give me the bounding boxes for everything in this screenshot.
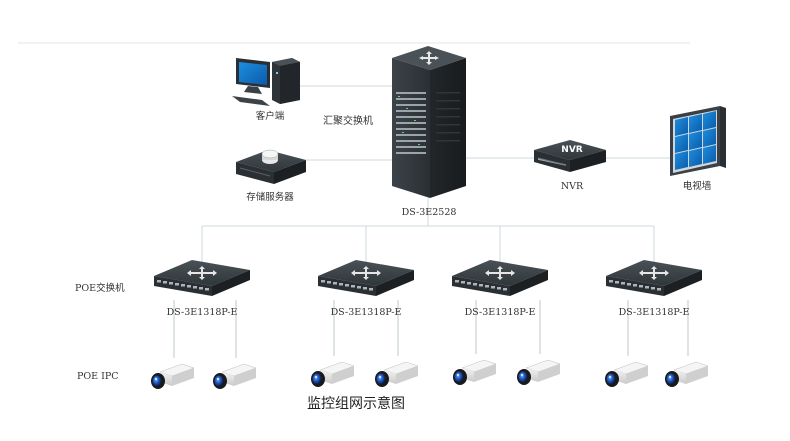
poe-switch-model: DS-3E1318P-E: [619, 307, 690, 318]
storage-server-label: 存储服务器: [246, 191, 294, 203]
diagram-caption: 监控组网示意图: [307, 395, 405, 412]
poe-switch: DS-3E1318P-E: [154, 260, 250, 318]
ipc-camera-icon: [151, 363, 195, 389]
client-pc-icon: [232, 58, 300, 106]
poe-ipc-cameras: [151, 359, 709, 389]
poe-switch: DS-3E1318P-E: [318, 260, 414, 318]
core-switch-label: 汇聚交换机: [323, 114, 373, 127]
poe-switches: DS-3E1318P-E DS-3E1318P-E DS-3E1318P-E DS-3…: [154, 260, 702, 318]
storage-server-icon: [236, 149, 306, 184]
ipc-camera-icon: [213, 363, 257, 389]
nvr-icon: [534, 140, 606, 172]
ipc-camera-icon: [311, 361, 355, 387]
core-switch-rack-icon: [392, 46, 466, 198]
poe-switch-row-label: POE交换机: [75, 282, 125, 294]
poe-switch: DS-3E1318P-E: [606, 260, 702, 318]
poe-switch-model: DS-3E1318P-E: [167, 307, 238, 318]
core-switch-model: DS-3E2528: [402, 207, 457, 218]
connection-lines: [173, 85, 689, 358]
tv-wall-icon: [670, 106, 726, 176]
poe-switch: DS-3E1318P-E: [452, 260, 548, 318]
poe-ipc-row-label: POE IPC: [77, 371, 119, 382]
tv-wall-label: 电视墙: [683, 180, 712, 192]
nvr-label: NVR: [561, 181, 584, 192]
ipc-camera-icon: [375, 361, 419, 387]
ipc-camera-icon: [605, 361, 649, 387]
ipc-camera-icon: [665, 361, 709, 387]
client-label: 客户端: [256, 110, 285, 122]
ipc-camera-icon: [453, 359, 497, 385]
nvr-badge-text: NVR: [561, 145, 582, 155]
poe-switch-model: DS-3E1318P-E: [465, 307, 536, 318]
ipc-camera-icon: [517, 359, 561, 385]
poe-switch-model: DS-3E1318P-E: [331, 307, 402, 318]
